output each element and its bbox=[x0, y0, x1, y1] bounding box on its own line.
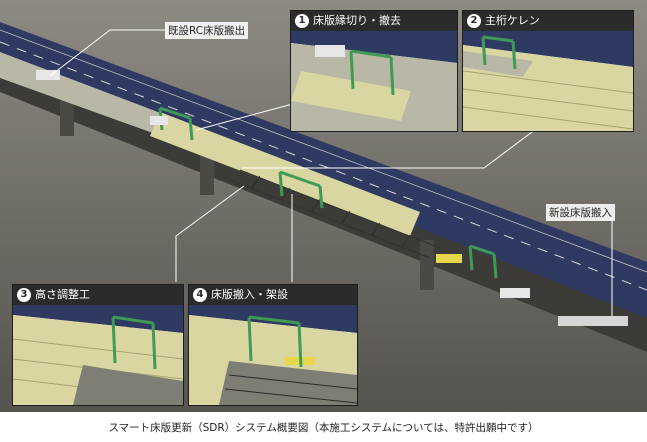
step-1-illustration bbox=[291, 31, 457, 131]
step-1-panel: 1 床版縁切り・撤去 bbox=[290, 10, 458, 132]
figure-caption: スマート床版更新（SDR）システム概要図（本施工システムについては、特許出願中で… bbox=[108, 422, 539, 434]
truck bbox=[36, 70, 60, 80]
truck bbox=[150, 116, 168, 125]
step-1-title: 床版縁切り・撤去 bbox=[313, 14, 401, 27]
step-3-number: 3 bbox=[17, 288, 31, 302]
lane-marking bbox=[0, 41, 647, 291]
rails bbox=[229, 169, 441, 259]
step-2-header: 2 主桁ケレン bbox=[463, 11, 633, 31]
step-4-title: 床版搬入・架設 bbox=[211, 288, 288, 301]
step-2-title: 主桁ケレン bbox=[485, 14, 540, 27]
step-3-title: 高さ調整工 bbox=[35, 288, 90, 301]
pier bbox=[60, 96, 74, 136]
step-4-illustration bbox=[189, 305, 357, 405]
step-4-panel: 4 床版搬入・架設 bbox=[188, 284, 358, 406]
gantry-machine bbox=[158, 106, 498, 279]
truck-load bbox=[436, 254, 462, 263]
rail-ties bbox=[251, 175, 411, 248]
truck bbox=[558, 316, 628, 326]
pier bbox=[420, 240, 434, 290]
truck bbox=[500, 288, 530, 298]
step-4-header: 4 床版搬入・架設 bbox=[189, 285, 357, 305]
step-2-panel: 2 主桁ケレン bbox=[462, 10, 634, 132]
step-1-number: 1 bbox=[295, 14, 309, 28]
new-slab-delivery-label: 新設床版搬入 bbox=[546, 204, 615, 221]
step-2-number: 2 bbox=[467, 14, 481, 28]
existing-slab-removal-label: 既設RC床版搬出 bbox=[165, 22, 249, 39]
pier bbox=[200, 150, 214, 195]
lane-marking bbox=[0, 29, 647, 273]
overview-diagram: 既設RC床版搬出 新設床版搬入 1 床版縁切り・撤去 2 主桁ケレン bbox=[0, 0, 647, 412]
step-3-panel: 3 高さ調整工 bbox=[12, 284, 184, 406]
road-surface bbox=[0, 22, 647, 318]
step-3-header: 3 高さ調整工 bbox=[13, 285, 183, 305]
step-2-illustration bbox=[463, 31, 633, 131]
step-4-number: 4 bbox=[193, 288, 207, 302]
step-3-illustration bbox=[13, 305, 183, 405]
step-1-header: 1 床版縁切り・撤去 bbox=[291, 11, 457, 31]
